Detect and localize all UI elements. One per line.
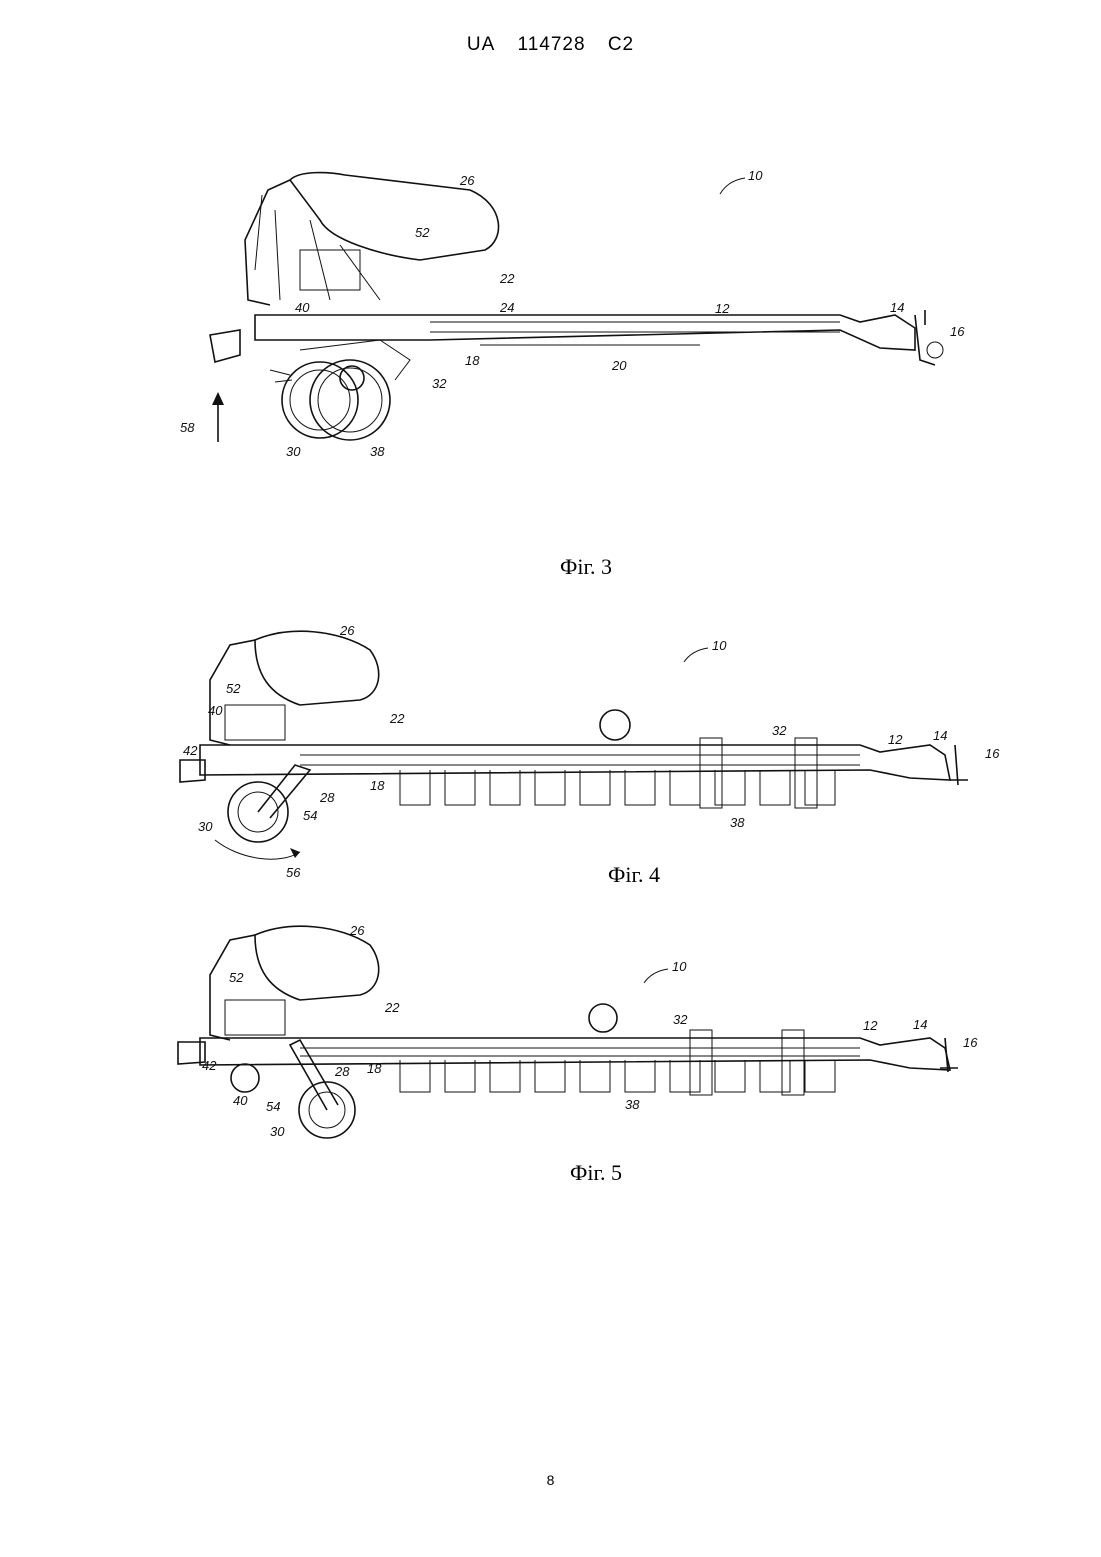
ref-label: 18 — [465, 353, 480, 368]
marker-disc — [600, 710, 630, 740]
wheel-arm — [290, 1040, 338, 1110]
ref-label: 26 — [339, 623, 355, 638]
ref-label: 32 — [673, 1012, 688, 1027]
arrow-56-arc — [215, 840, 300, 859]
marker-disc — [589, 1004, 617, 1032]
tank-bracket — [300, 250, 360, 290]
ref-label: 28 — [319, 790, 335, 805]
ref-label: 20 — [611, 358, 627, 373]
ref-label: 14 — [890, 300, 904, 315]
patent-kind: C2 — [608, 34, 634, 56]
ref-label: 16 — [963, 1035, 978, 1050]
ref-label: 30 — [286, 444, 301, 459]
figure-4: 26 10 52 40 22 42 32 12 14 16 18 28 54 3… — [0, 620, 1101, 890]
ref-label: 28 — [334, 1064, 350, 1079]
ref-label: 12 — [888, 732, 903, 747]
hitch-pin — [927, 342, 943, 358]
hitch — [950, 745, 968, 785]
figure-5: 26 10 52 22 32 12 14 16 42 28 18 40 54 3… — [0, 920, 1101, 1190]
tank-bracket — [225, 705, 285, 740]
ref-label: 40 — [295, 300, 310, 315]
leader-10 — [644, 969, 668, 983]
leader-10 — [684, 648, 708, 662]
frame-section — [690, 1030, 712, 1095]
ref-label: 22 — [384, 1000, 400, 1015]
ref-label: 40 — [208, 703, 223, 718]
row-units — [400, 770, 835, 805]
wheel-hub — [340, 366, 364, 390]
figure-caption: Фіг. 3 — [560, 554, 612, 580]
ref-label: 14 — [933, 728, 947, 743]
tongue-detail — [430, 322, 840, 345]
figure-4-drawing: 26 10 52 40 22 42 32 12 14 16 18 28 54 3… — [0, 620, 1101, 890]
toolbar-detail — [300, 755, 860, 765]
tank-frame — [210, 935, 255, 1040]
toolbar-frame — [200, 1038, 950, 1070]
tank-frame — [245, 180, 290, 305]
frame-section — [795, 738, 817, 808]
ref-label: 10 — [748, 168, 763, 183]
gauge-wheel — [231, 1064, 259, 1092]
patent-number: 114728 — [518, 34, 586, 56]
patent-header: UA 114728 C2 — [0, 34, 1101, 56]
frame-section — [782, 1030, 804, 1095]
ref-label: 32 — [432, 376, 447, 391]
ref-label: 40 — [233, 1093, 248, 1108]
ref-label: 22 — [499, 271, 515, 286]
ref-label: 16 — [985, 746, 1000, 761]
ref-label: 32 — [772, 723, 787, 738]
ref-label: 10 — [672, 959, 687, 974]
ref-label: 54 — [266, 1099, 280, 1114]
ref-label: 14 — [913, 1017, 927, 1032]
figure-caption: Фіг. 5 — [570, 1160, 622, 1186]
ref-label: 56 — [286, 865, 301, 880]
patent-office: UA — [467, 34, 495, 56]
leader-10 — [720, 178, 745, 194]
ref-label: 54 — [303, 808, 317, 823]
rear-stand — [178, 1042, 205, 1064]
ref-label: 24 — [499, 300, 514, 315]
figure-5-drawing: 26 10 52 22 32 12 14 16 42 28 18 40 54 3… — [0, 920, 1101, 1160]
ref-label: 30 — [270, 1124, 285, 1139]
frame-section — [700, 738, 722, 808]
row-units — [400, 1060, 835, 1092]
ref-label: 22 — [389, 711, 405, 726]
ref-label: 12 — [863, 1018, 878, 1033]
figure-caption: Фіг. 4 — [608, 862, 660, 888]
ref-label: 58 — [180, 420, 195, 435]
rear-stand — [180, 760, 205, 782]
scraper — [270, 370, 292, 382]
ref-label: 26 — [349, 923, 365, 938]
ref-label: 10 — [712, 638, 727, 653]
ref-label: 16 — [950, 324, 965, 339]
ref-label: 42 — [202, 1058, 217, 1073]
ref-label: 38 — [370, 444, 385, 459]
ref-label: 30 — [198, 819, 213, 834]
ref-label: 38 — [730, 815, 745, 830]
ref-label: 18 — [370, 778, 385, 793]
toolbar-detail — [300, 1048, 860, 1056]
ref-label: 12 — [715, 301, 730, 316]
ref-label: 52 — [415, 225, 430, 240]
arrow-58-head — [212, 392, 224, 405]
toolbar-frame — [200, 745, 950, 780]
ref-label: 52 — [229, 970, 244, 985]
tank-structure — [255, 195, 380, 300]
ref-label: 38 — [625, 1097, 640, 1112]
figure-3: 10 26 52 22 12 14 16 24 40 18 20 32 58 3… — [0, 150, 1101, 590]
ref-label: 42 — [183, 743, 198, 758]
ref-label: 18 — [367, 1061, 382, 1076]
rear-stand — [210, 330, 240, 362]
hitch — [915, 310, 935, 365]
wheel-30-rim — [290, 370, 350, 430]
seed-tank — [255, 631, 379, 705]
ref-label: 52 — [226, 681, 241, 696]
tank-bracket — [225, 1000, 285, 1035]
figure-3-drawing: 10 26 52 22 12 14 16 24 40 18 20 32 58 3… — [0, 150, 1101, 480]
ref-label: 26 — [459, 173, 475, 188]
page-number: 8 — [0, 1472, 1101, 1488]
